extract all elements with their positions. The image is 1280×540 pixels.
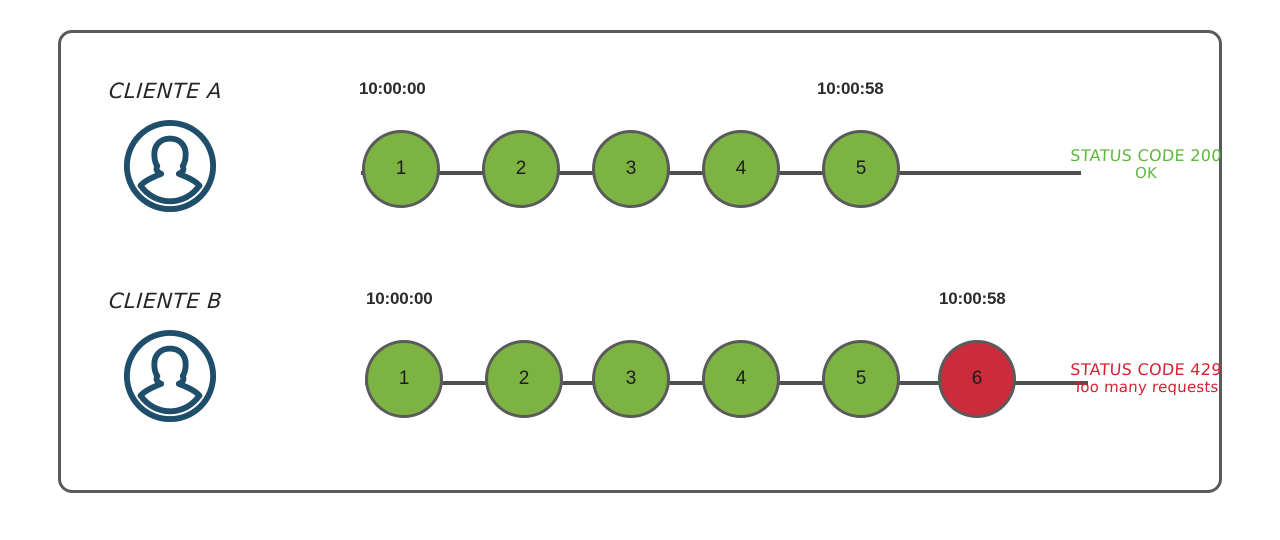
request-node-b-2[interactable]: 2 — [485, 340, 563, 418]
request-node-b-5[interactable]: 5 — [822, 340, 900, 418]
status-message-b: Too many requests — [1073, 378, 1219, 397]
request-node-label: 3 — [625, 368, 637, 389]
timestamp-end-a: 10:00:58 — [817, 79, 884, 98]
request-node-label: 3 — [625, 158, 637, 179]
client-label-a: CLIENTE A — [108, 79, 224, 103]
timestamp-end-b: 10:00:58 — [939, 289, 1006, 308]
request-node-label: 2 — [515, 158, 527, 179]
request-node-a-2[interactable]: 2 — [482, 130, 560, 208]
client-row-a: CLIENTE A 10:00:00 10:00:58 1 2 — [61, 79, 1222, 289]
request-node-label: 2 — [518, 368, 530, 389]
request-node-b-6[interactable]: 6 — [938, 340, 1016, 418]
status-code-b: STATUS CODE 429 — [1069, 360, 1223, 379]
request-node-label: 1 — [395, 158, 407, 179]
request-node-a-3[interactable]: 3 — [592, 130, 670, 208]
request-node-label: 4 — [735, 368, 747, 389]
user-avatar-icon — [121, 327, 219, 425]
request-node-label: 4 — [735, 158, 747, 179]
request-node-b-3[interactable]: 3 — [592, 340, 670, 418]
diagram-panel: CLIENTE A 10:00:00 10:00:58 1 2 — [58, 30, 1222, 493]
request-node-label: 5 — [855, 158, 867, 179]
request-node-label: 1 — [398, 368, 410, 389]
request-node-a-1[interactable]: 1 — [362, 130, 440, 208]
client-label-b: CLIENTE B — [108, 289, 224, 313]
request-node-b-4[interactable]: 4 — [702, 340, 780, 418]
request-node-a-4[interactable]: 4 — [702, 130, 780, 208]
status-message-a: OK — [1134, 164, 1158, 183]
status-badge-a: STATUS CODE 200 OK — [1021, 146, 1271, 183]
timestamp-start-a: 10:00:00 — [359, 79, 426, 98]
status-badge-b: STATUS CODE 429 Too many requests — [1021, 360, 1271, 397]
request-node-b-1[interactable]: 1 — [365, 340, 443, 418]
request-node-label: 5 — [855, 368, 867, 389]
request-node-label: 6 — [971, 368, 983, 389]
user-avatar-icon — [121, 117, 219, 215]
status-code-a: STATUS CODE 200 — [1069, 146, 1223, 165]
client-row-b: CLIENTE B 10:00:00 10:00:58 1 2 — [61, 289, 1222, 499]
request-node-a-5[interactable]: 5 — [822, 130, 900, 208]
timestamp-start-b: 10:00:00 — [366, 289, 433, 308]
